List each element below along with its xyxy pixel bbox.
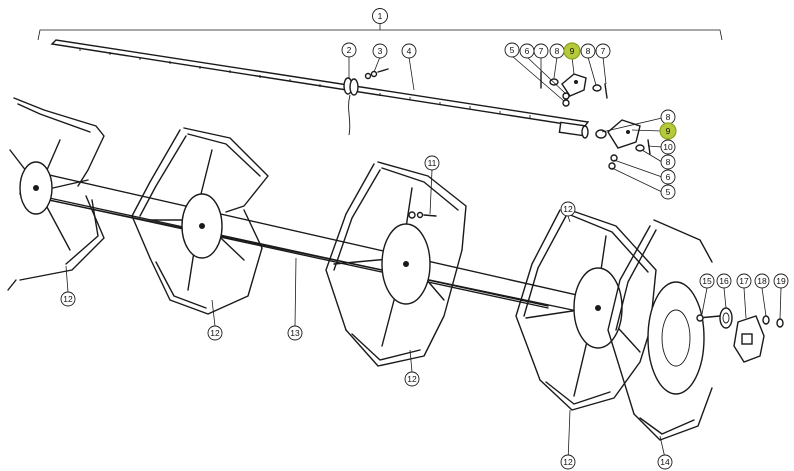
svg-text:1: 1 — [378, 11, 383, 21]
callout-12: 12 — [404, 371, 420, 387]
bearing-hardware-right — [595, 119, 651, 170]
end-disc — [647, 281, 705, 395]
svg-text:11: 11 — [428, 158, 437, 168]
svg-text:5: 5 — [510, 45, 515, 55]
svg-text:3: 3 — [378, 46, 383, 56]
callout-9-highlighted: 9 — [563, 42, 581, 60]
svg-text:4: 4 — [407, 46, 412, 56]
reel-spider-2 — [131, 127, 269, 315]
callout-8: 8 — [549, 43, 565, 59]
callout-1: 1 — [372, 8, 388, 24]
tine-bar — [50, 39, 590, 139]
callout-17: 17 — [736, 273, 752, 289]
callout-12: 12 — [560, 201, 576, 217]
callout-12: 12 — [560, 454, 576, 470]
callout-11: 11 — [424, 155, 440, 171]
callout-8: 8 — [580, 43, 596, 59]
drive-end-hardware — [696, 307, 784, 363]
callout-6: 6 — [660, 169, 676, 185]
svg-text:13: 13 — [290, 328, 300, 338]
callout-18: 18 — [754, 273, 770, 289]
callout-8: 8 — [660, 109, 676, 125]
svg-text:19: 19 — [776, 276, 786, 286]
svg-text:7: 7 — [539, 46, 544, 56]
callout-14: 14 — [657, 454, 673, 470]
svg-text:15: 15 — [702, 276, 712, 286]
svg-text:16: 16 — [719, 276, 729, 286]
callout-16: 16 — [716, 273, 732, 289]
svg-text:12: 12 — [407, 374, 417, 384]
svg-text:10: 10 — [663, 142, 673, 152]
svg-text:12: 12 — [210, 328, 220, 338]
leader-lines — [65, 55, 782, 463]
callout-5: 5 — [660, 184, 676, 200]
svg-text:12: 12 — [563, 204, 573, 214]
callout-13: 13 — [287, 325, 303, 341]
callouts: 1 2 3 4 5 6 7 8 9 8 7 8 9 10 8 6 5 11 12… — [60, 8, 789, 470]
assembly-bracket — [37, 24, 723, 41]
svg-text:6: 6 — [666, 172, 671, 182]
svg-text:12: 12 — [63, 294, 73, 304]
svg-text:14: 14 — [660, 457, 670, 467]
callout-15: 15 — [699, 273, 715, 289]
svg-text:12: 12 — [563, 457, 573, 467]
callout-6: 6 — [519, 43, 535, 59]
reel-spider-3 — [325, 161, 467, 367]
callout-5: 5 — [504, 42, 520, 58]
svg-text:9: 9 — [570, 46, 575, 56]
svg-text:6: 6 — [525, 46, 530, 56]
svg-text:18: 18 — [757, 276, 767, 286]
svg-text:9: 9 — [666, 126, 671, 136]
callout-3: 3 — [372, 43, 388, 59]
callout-12: 12 — [207, 325, 223, 341]
reel-spider-1 — [7, 97, 105, 291]
svg-text:8: 8 — [666, 112, 671, 122]
svg-text:5: 5 — [666, 187, 671, 197]
reel-spider-4 — [515, 207, 657, 411]
callout-7: 7 — [595, 43, 611, 59]
callout-10: 10 — [660, 139, 676, 155]
main-tube — [19, 171, 592, 313]
callout-2: 2 — [341, 42, 357, 58]
callout-9-highlighted: 9 — [659, 122, 677, 140]
svg-text:8: 8 — [586, 46, 591, 56]
svg-text:8: 8 — [666, 157, 671, 167]
svg-text:8: 8 — [555, 46, 560, 56]
callout-4: 4 — [401, 43, 417, 59]
callout-19: 19 — [773, 273, 789, 289]
callout-12: 12 — [60, 291, 76, 307]
svg-text:2: 2 — [347, 45, 352, 55]
callout-7: 7 — [533, 43, 549, 59]
bearing-hardware-top — [540, 71, 608, 107]
svg-text:17: 17 — [739, 276, 749, 286]
svg-text:7: 7 — [601, 46, 606, 56]
callout-8: 8 — [660, 154, 676, 170]
reel-spider-5 — [607, 219, 713, 441]
